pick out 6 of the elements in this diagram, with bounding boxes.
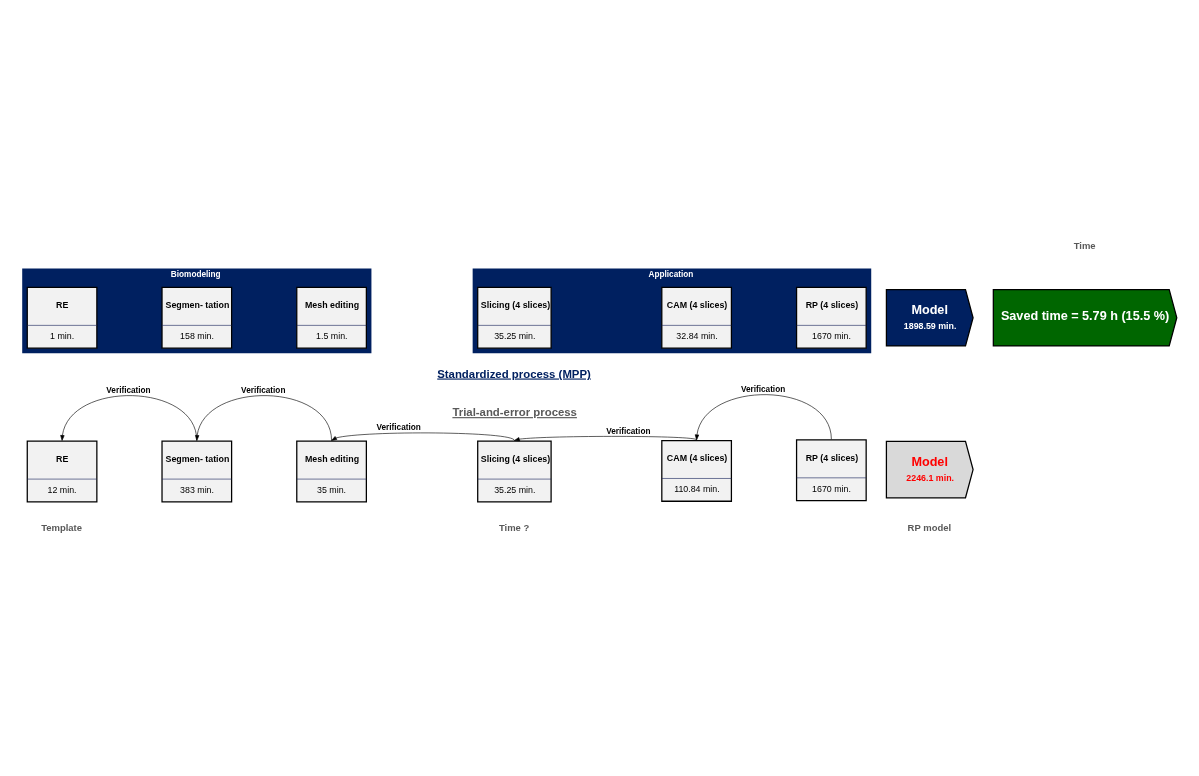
label: Trial-and-error process (452, 406, 577, 419)
label: Standardized process (MPP) (437, 367, 591, 380)
label: Time (1073, 239, 1096, 251)
label: Time ? (498, 521, 530, 533)
label: Template (41, 521, 83, 533)
label: RP model (907, 521, 952, 533)
